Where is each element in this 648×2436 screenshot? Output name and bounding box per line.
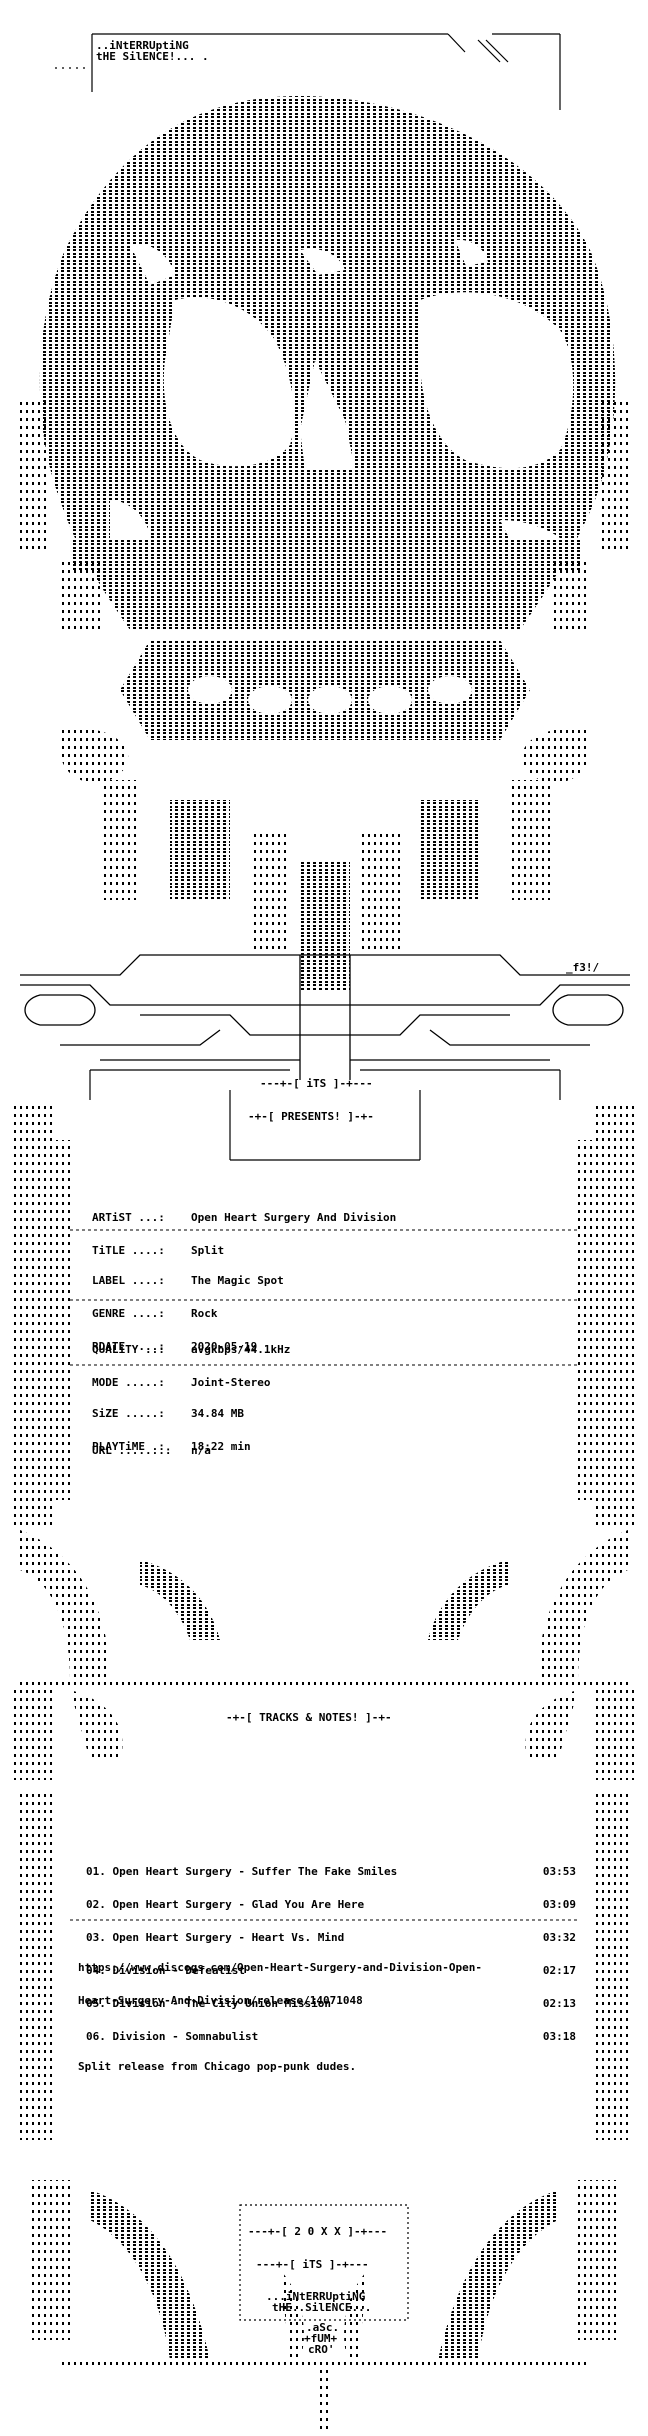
mode-label: MODE .....: bbox=[92, 1376, 165, 1389]
url-value: n/a bbox=[191, 1444, 211, 1457]
size-value: 34.84 MB bbox=[191, 1407, 244, 1420]
track-time: 02:17 bbox=[542, 1964, 576, 1977]
signature-1: .aSc. bbox=[306, 2321, 340, 2334]
track-title: 05. Division - The City Union Mission bbox=[86, 1997, 332, 2010]
label-info: LABEL ....: The Magic Spot GENRE ....: Roc… bbox=[92, 1253, 284, 1363]
rdate-value: 2020-05-19 bbox=[191, 1340, 258, 1353]
genre-value: Rock bbox=[191, 1307, 218, 1320]
release-note: Split release from Chicago pop-punk dude… bbox=[78, 2060, 357, 2073]
artist-value: Open Heart Surgery And Division bbox=[191, 1211, 397, 1224]
list-item: 03. Open Heart Surgery - Heart Vs. Mind 0… bbox=[86, 1932, 576, 1943]
genre-label: GENRE ....: bbox=[92, 1307, 165, 1320]
url-info: URL .......: n/a bbox=[92, 1423, 211, 1467]
track-title: 01. Open Heart Surgery - Suffer The Fake… bbox=[86, 1865, 398, 1878]
notes: https://www.discogs.com/Open-Heart-Surge… bbox=[78, 1940, 482, 2083]
size-info: SiZE .....: 34.84 MB PLAYTiME .: 18:22 min bbox=[92, 1386, 251, 1463]
footer-line-2: tHE..SilENCE... bbox=[272, 2301, 372, 2314]
list-item: 05. Division - The City Union Mission 02:… bbox=[86, 1998, 576, 2009]
release-info: ARTiST ...: Open Heart Surgery And Divisi… bbox=[92, 1190, 396, 1267]
track-title: 03. Open Heart Surgery - Heart Vs. Mind bbox=[86, 1931, 345, 1944]
track-time: 03:09 bbox=[542, 1898, 576, 1911]
playtime-label: PLAYTiME .: bbox=[92, 1440, 165, 1453]
track-title: 04. Division - Defeatist bbox=[86, 1964, 245, 1977]
label-value: The Magic Spot bbox=[191, 1274, 284, 1287]
footer-ornament bbox=[30, 2180, 618, 2430]
footer-line-1: ...iNtERRUptiNG bbox=[266, 2290, 366, 2303]
track-time: 03:18 bbox=[542, 2030, 576, 2043]
track-time: 03:53 bbox=[542, 1865, 576, 1878]
playtime-value: 18:22 min bbox=[191, 1440, 251, 1453]
track-title: 02. Open Heart Surgery - Glad You Are He… bbox=[86, 1898, 365, 1911]
artist-label: ARTiST ...: bbox=[92, 1211, 165, 1224]
header-line-2: tHE SilENCE!... . bbox=[96, 50, 209, 63]
list-item: 06. Division - Somnabulist 03:18 bbox=[86, 2031, 576, 2042]
url-label: URL .......: bbox=[92, 1444, 172, 1457]
discogs-link-line-1[interactable]: https://www.discogs.com/Open-Heart-Surge… bbox=[78, 1961, 482, 1974]
skull-neck bbox=[100, 780, 550, 990]
presents-heading: -+-[ PRESENTS! ]-+- bbox=[248, 1110, 374, 1123]
skull-side-columns bbox=[18, 400, 630, 630]
title-label: TiTLE ....: bbox=[92, 1244, 165, 1257]
presents-frame bbox=[89, 1069, 561, 1161]
track-title: 06. Division - Somnabulist bbox=[86, 2030, 259, 2043]
track-time: 03:32 bbox=[542, 1931, 576, 1944]
rdate-label: RDATE ....: bbox=[92, 1340, 165, 1353]
list-item: 02. Open Heart Surgery - Glad You Are He… bbox=[86, 1899, 576, 1910]
quality-label: QUALiTY ..: bbox=[92, 1343, 165, 1356]
signature-2: +fUM+ bbox=[304, 2332, 338, 2345]
track-time: 02:13 bbox=[542, 1997, 576, 2010]
quality-value: avgkbps/44.1kHz bbox=[191, 1343, 291, 1356]
list-item: 01. Open Heart Surgery - Suffer The Fake… bbox=[86, 1866, 576, 1877]
info-frame bbox=[14, 1105, 634, 1525]
quality-info: QUALiTY ..: avgkbps/44.1kHz MODE .....: Jo… bbox=[92, 1322, 290, 1399]
logo-band bbox=[20, 954, 630, 1080]
title-value: Split bbox=[191, 1244, 225, 1257]
header-line-1: ..iNtERRUptiNG bbox=[96, 39, 189, 52]
tracks-frame bbox=[20, 1790, 628, 2140]
mode-value: Joint-Stereo bbox=[191, 1376, 271, 1389]
size-label: SiZE .....: bbox=[92, 1407, 165, 1420]
tracks-heading: -+-[ TRACKS & NOTES! ]-+- bbox=[226, 1711, 392, 1724]
header-frame bbox=[55, 33, 561, 110]
skull-dome bbox=[39, 96, 616, 630]
its-heading: ---+-[ iTS ]-+--- bbox=[260, 1077, 373, 1090]
middle-ornament bbox=[14, 1530, 634, 1780]
discogs-link-line-2[interactable]: Heart-Surgery-And-Division/release/14071… bbox=[78, 1994, 363, 2007]
track-list: 01. Open Heart Surgery - Suffer The Fake… bbox=[86, 1844, 576, 2053]
label-label: LABEL ....: bbox=[92, 1274, 165, 1287]
footer-year: ---+-[ 2 0 X X ]-+--- bbox=[248, 2225, 388, 2238]
list-item: 04. Division - Defeatist 02:17 bbox=[86, 1965, 576, 1976]
footer-its: ---+-[ iTS ]-+--- bbox=[256, 2258, 369, 2271]
signature-3: cRO' bbox=[308, 2343, 335, 2356]
artist-tag: _f3!/ bbox=[566, 961, 600, 974]
skull-jaw bbox=[60, 640, 590, 783]
